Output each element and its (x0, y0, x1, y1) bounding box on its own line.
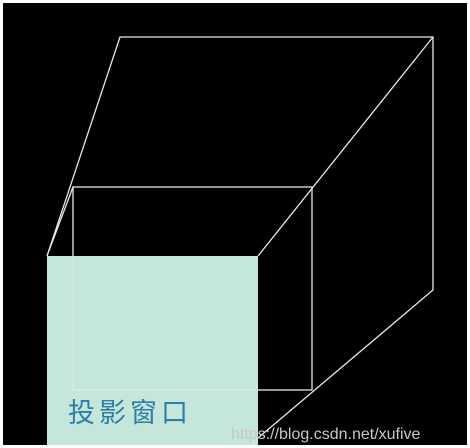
projection-window-label: 投影窗口 (68, 398, 192, 429)
projection-window (47, 256, 258, 445)
middle-face-visible-part (72, 256, 258, 391)
watermark-url: https://blog.csdn.net/xufive (231, 426, 421, 443)
far-top-right-edge (257, 36, 434, 257)
frustum-edges-over-window (72, 256, 258, 391)
middle-top-left-edge (46, 186, 74, 257)
